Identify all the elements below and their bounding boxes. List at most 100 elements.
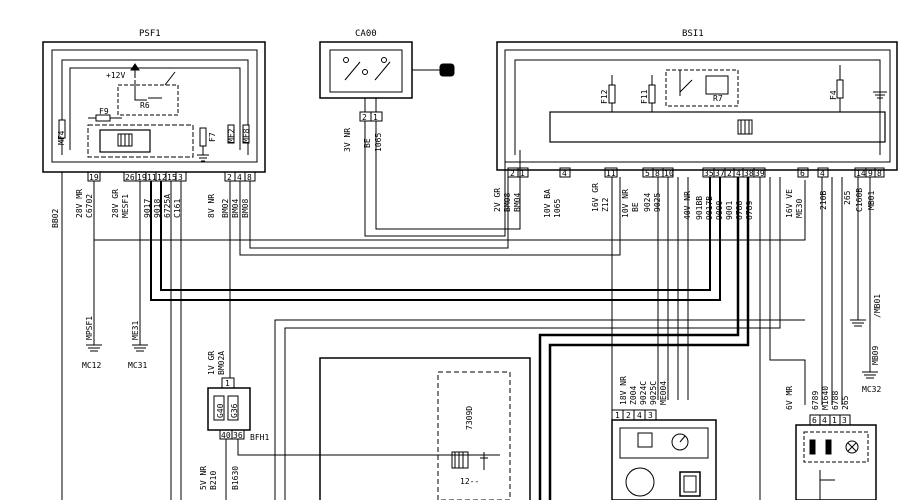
psf1-pin-label: 26 (125, 173, 135, 182)
ground-mc12-label: MC12 (82, 361, 101, 370)
wire-label: BM04 (231, 199, 240, 218)
right-pin-label: 3 (842, 416, 847, 425)
wire-label: 1065 (553, 199, 562, 218)
wire-label: 9025 (653, 193, 662, 212)
bfh1-unit (207, 377, 500, 500)
wire-label: MESF1 (121, 194, 130, 218)
fuse-mf8-icon (242, 124, 250, 144)
bsi1-pin-label: 4 (736, 169, 741, 178)
bsi1-pin-label: 9 (868, 169, 873, 178)
bsi1-pin-label: 2 (727, 169, 732, 178)
relay-r6-box (117, 84, 179, 116)
wire-label: M1640 (821, 386, 830, 410)
unit-label-bsi1: BSI1 (682, 29, 704, 39)
center-pin-label: 4 (637, 411, 642, 420)
unit-label-ca00: CA00 (355, 29, 377, 39)
wire-label: MB01 (867, 191, 876, 210)
bsi1-pin-label: 10 (664, 169, 674, 178)
connector-label: 28V MR (75, 189, 84, 218)
bsi1-pin-label: 38 (744, 169, 754, 178)
bfh1-pin-label: 40 (221, 431, 231, 440)
connector-label: 6V MR (785, 386, 794, 410)
wire-label: BM08 (241, 199, 250, 218)
ground-mb01-label: /MB01 (873, 294, 882, 318)
bsi1-pin-label: 14 (856, 169, 866, 178)
wire-label: 265 (843, 190, 852, 205)
fuse-mf2-icon (227, 124, 235, 144)
center-pin-label: 2 (626, 411, 631, 420)
wire-label: BM08 (503, 193, 512, 212)
connector-label: 28V GR (111, 189, 120, 218)
right-pin-label: 6 (812, 416, 817, 425)
ground-icon (197, 146, 209, 162)
fuse-f7-icon (199, 127, 207, 147)
psf1-pin-label: 3 (178, 173, 183, 182)
bsi1-pin-label: 4 (820, 169, 825, 178)
fuse-label: G40 (216, 403, 225, 418)
wire-label: 6789 (745, 201, 754, 220)
wire-label: B210 (209, 471, 218, 490)
connector-label: 16V VE (785, 189, 794, 218)
psf1-pin-label: 11 (147, 173, 157, 182)
wire-label: 9024C (639, 381, 648, 405)
ground-mc31-label: MC31 (128, 361, 147, 370)
psf1-pin-label: 8 (247, 173, 252, 182)
wire-label: C160B (855, 188, 864, 212)
wire-label: BE (363, 138, 372, 148)
bsi1-pin-label: 4 (562, 169, 567, 178)
wire-label: BM04 (513, 193, 522, 212)
labels: PSF1 CA00 BSI1 +12V R6 F9 R7 MF4 F7 MF2 … (51, 29, 882, 490)
ground-icon (850, 319, 866, 327)
ground-mb09-label: MB09 (871, 346, 880, 365)
fuse-f12-icon (608, 84, 616, 104)
ca00-pin-label: 2 (362, 113, 367, 122)
wire-label: Z12 (601, 197, 610, 212)
wire-label: B1630 (231, 466, 240, 490)
ca00-pin-label: 1 (373, 113, 378, 122)
wire-label: C161 (173, 199, 182, 218)
fuse-mf4-label: MF4 (57, 130, 66, 145)
bsi1-pin-label: 2 (510, 169, 515, 178)
wire-label: ME004 (659, 381, 668, 405)
relay-r7-label: R7 (713, 94, 723, 103)
wire-label: Z004 (629, 386, 638, 405)
psf1-pin-label: 19 (89, 173, 99, 182)
fuse-f9-label: F9 (99, 107, 109, 116)
ground-icon (86, 344, 102, 352)
wire-label: 6725A (163, 194, 172, 218)
fuse-f11-icon (648, 84, 656, 104)
ground-bb02-label: BB02 (51, 209, 60, 228)
fuse-mf8-label: MF8 (242, 128, 251, 143)
wire-label: 901BB (695, 196, 704, 220)
bsi1-pin-label: 37 (715, 169, 725, 178)
lamp-icon (845, 440, 859, 454)
connector-label: 10V BA (543, 189, 552, 218)
fuse-f12-label: F12 (600, 89, 609, 104)
wire-label: 6788 (831, 391, 840, 410)
bsi1-pin-label: 5 (645, 169, 650, 178)
module-7309d-code: 12-- (460, 477, 479, 486)
connector-label: 8V NR (207, 194, 216, 218)
module-7309d (437, 371, 511, 500)
connector-label: 3V NR (343, 128, 352, 152)
bfh1-pin-label: 1 (225, 379, 230, 388)
speedometer-icon (625, 467, 655, 497)
supply-label: +12V (106, 71, 125, 80)
right-pin-label: 4 (822, 416, 827, 425)
wire-label: 1065 (374, 133, 383, 152)
wire-label: 265 (841, 395, 850, 410)
ground-mc32-label: MC32 (862, 385, 881, 394)
connector-label: 1V GR (207, 351, 216, 375)
bsi1-unit (496, 41, 898, 178)
bsi1-pin-label: 11 (606, 169, 616, 178)
module-center (611, 409, 717, 500)
wire-label: 9017B (705, 196, 714, 220)
connector-label: 5V NR (199, 466, 208, 490)
wire-label: 6788 (735, 201, 744, 220)
ground-icon (132, 344, 148, 352)
center-pin-label: 3 (648, 411, 653, 420)
ground-icon (873, 80, 887, 99)
psf1-pin-label: 19 (137, 173, 147, 182)
ground-icon (862, 371, 878, 379)
